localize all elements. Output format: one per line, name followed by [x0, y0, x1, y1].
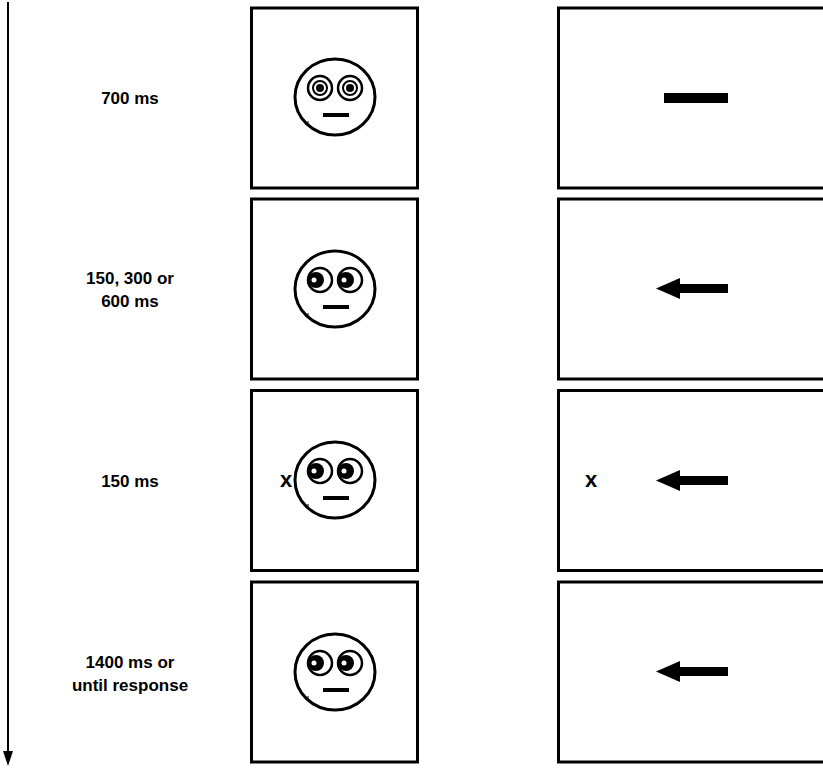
screen-frame	[252, 8, 418, 188]
screen-frame	[252, 199, 418, 379]
screen-frame	[559, 8, 823, 188]
screen-frame: x	[557, 389, 823, 572]
screen-frame	[559, 199, 823, 379]
face-straight	[295, 59, 375, 135]
left-arrow-cue	[656, 278, 728, 299]
face-left-gaze	[295, 251, 375, 327]
target-letter: x	[280, 469, 292, 491]
time-arrowhead	[3, 751, 13, 766]
left-arrow-cue	[656, 470, 728, 491]
neutral-bar	[664, 93, 728, 103]
face-left-gaze	[295, 634, 375, 710]
face-left-gaze	[295, 442, 375, 518]
screen-frame	[559, 582, 823, 762]
screen-frame: x	[250, 389, 419, 572]
target-letter: x	[585, 469, 597, 491]
screen-frame	[252, 582, 418, 762]
duration-label: 150, 300 or 600 ms	[84, 267, 176, 313]
duration-label: 700 ms	[55, 87, 205, 110]
duration-label: 1400 ms or until response	[69, 651, 191, 697]
duration-label: 150 ms	[55, 470, 205, 493]
time-axis	[7, 2, 9, 752]
left-arrow-cue	[656, 661, 728, 682]
